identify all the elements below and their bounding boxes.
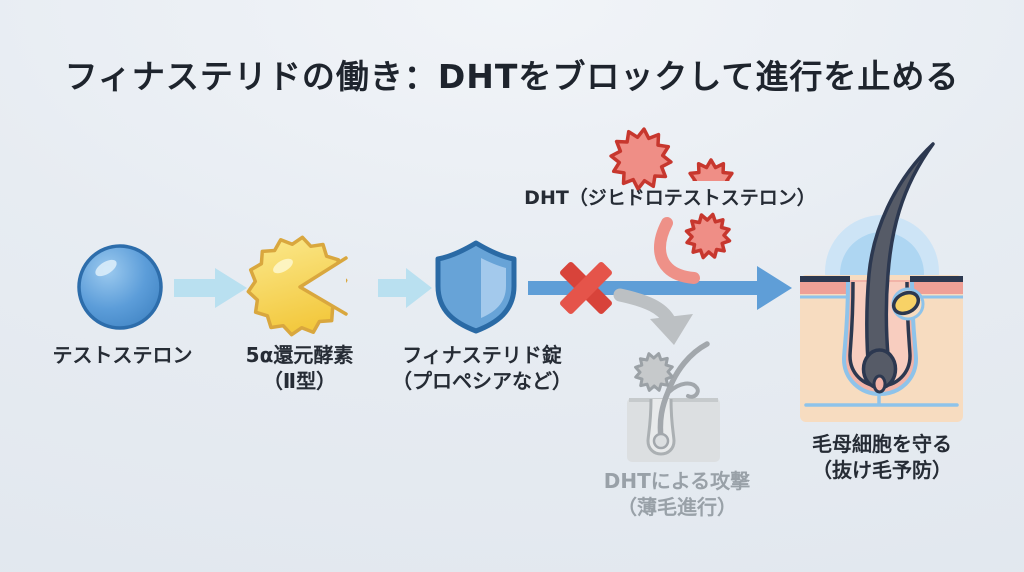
- enzyme-gloss: [273, 258, 293, 274]
- gray-dht-molecule-icon: [634, 352, 674, 392]
- testosterone-label: テストステロン: [52, 343, 193, 367]
- damaged-hair-bulb: [652, 432, 670, 450]
- enzyme-mouth: [298, 256, 348, 316]
- block-x-icon: [560, 262, 612, 314]
- dht-molecule-small-icon: [684, 212, 732, 260]
- dht-molecule-half-icon: [688, 158, 734, 181]
- flow-arrow-2-icon: [378, 268, 432, 308]
- page-title: フィナステリドの働き：DHTをブロックして進行を止める: [64, 57, 960, 96]
- finasteride-label: フィナステリド錠 （プロペシアなど）: [392, 343, 572, 393]
- damaged-hair-hook: [667, 381, 700, 399]
- main-flow-arrow-icon: [528, 266, 792, 310]
- hair-follicle-damaged-icon: [627, 341, 720, 462]
- healthy-hair-shaft: [865, 142, 935, 377]
- blocked-path-arrow-icon: [613, 288, 693, 345]
- protection-label: 毛母細胞を守る （抜け毛予防）: [812, 432, 952, 482]
- enzyme-pacman-icon: [246, 235, 348, 337]
- sebaceous-gland: [891, 290, 921, 316]
- dermal-papilla: [872, 374, 887, 394]
- hair-follicle-healthy-icon: [800, 142, 963, 422]
- shield-inner-panel: [481, 258, 506, 318]
- testosterone-molecule-icon: [77, 244, 163, 330]
- dht-attack-label: DHTによる攻撃 （薄毛進行）: [603, 469, 751, 519]
- enzyme-label: 5α還元酵素 （Ⅱ型）: [245, 343, 354, 393]
- dht-deflect-arc: [654, 217, 700, 284]
- dht-label: DHT（ジヒドロテストステロン）: [524, 187, 816, 209]
- flow-arrow-1-icon: [174, 268, 247, 308]
- dht-molecule-large-icon: [609, 127, 673, 191]
- finasteride-shield-icon: [435, 240, 517, 334]
- sphere-gloss: [95, 259, 117, 277]
